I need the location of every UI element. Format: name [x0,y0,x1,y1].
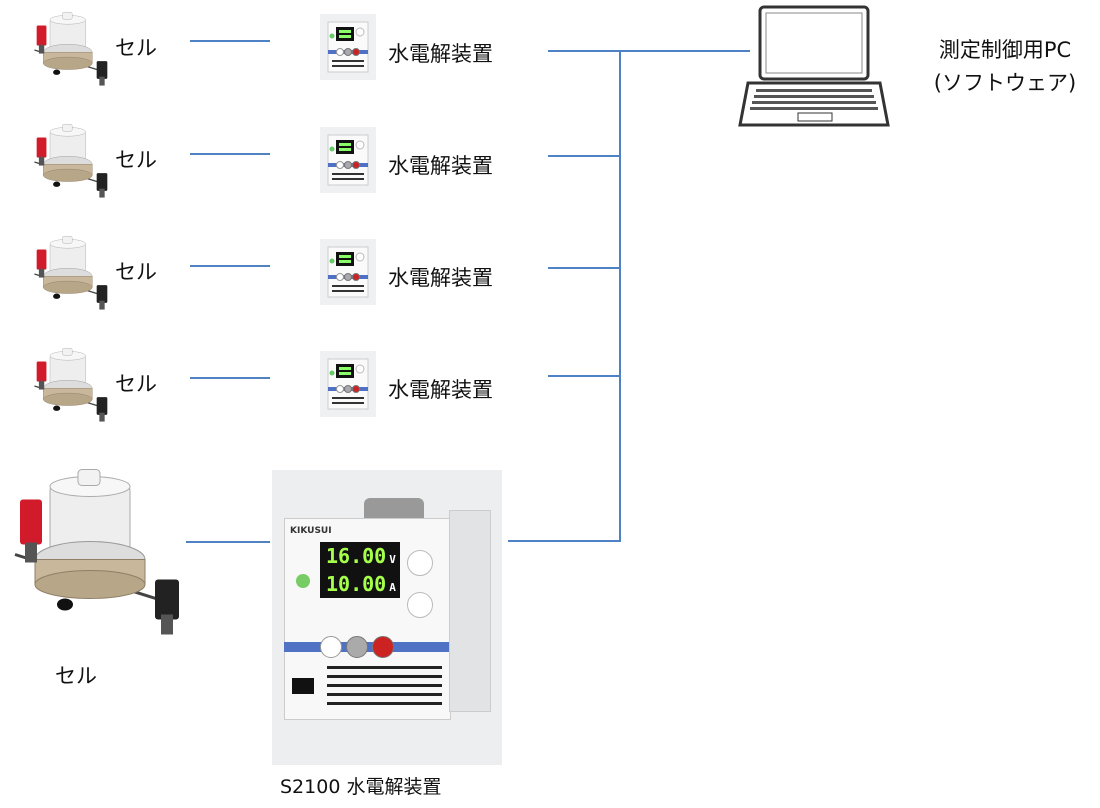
brand-logo: KIKUSUI [290,526,332,536]
power-supply-icon [320,127,376,193]
voltage-knob [407,550,433,576]
ground-terminal [346,636,368,658]
cell-icon [30,10,110,90]
power-supply-icon [320,351,376,417]
negative-terminal [320,636,342,658]
voltage-unit: V [389,553,396,566]
pc-title: 測定制御用PC [938,38,1072,62]
connector-line [548,375,620,377]
device-label: 水電解装置 [388,266,493,290]
device-label: S2100 水電解装置 [280,776,442,798]
cell-label: セル [115,36,157,60]
cell-icon [30,234,110,314]
bus-line [619,50,621,542]
device-label: 水電解装置 [388,154,493,178]
output-button [296,574,310,588]
connector-line [186,541,270,543]
connector-line [548,155,620,157]
cell-label: セル [115,260,157,284]
current-unit: A [389,581,396,594]
current-knob [407,592,433,618]
pc-label: 測定制御用PC (ソフトウェア) [910,34,1100,100]
connector-line [548,267,620,269]
connector-line [190,265,270,267]
power-supply-icon [320,239,376,305]
current-readout: 10.00 [326,572,387,596]
cell-label: セル [55,664,97,688]
connector-line [190,153,270,155]
device-label: 水電解装置 [388,378,493,402]
cell-label: セル [115,148,157,172]
pc-subtitle: (ソフトウェア) [933,71,1077,95]
laptop-icon [738,5,890,127]
positive-terminal [372,636,394,658]
connector-line [190,40,270,42]
connector-line [548,50,750,52]
cell-icon [30,122,110,202]
power-supply-icon [320,14,376,80]
connector-line [190,377,270,379]
connector-line [508,540,620,542]
power-switch [292,678,314,694]
cell-large-icon [5,462,185,647]
cell-icon [30,346,110,426]
voltage-readout: 16.00 [326,544,387,568]
cell-label: セル [115,372,157,396]
device-label: 水電解装置 [388,42,493,66]
